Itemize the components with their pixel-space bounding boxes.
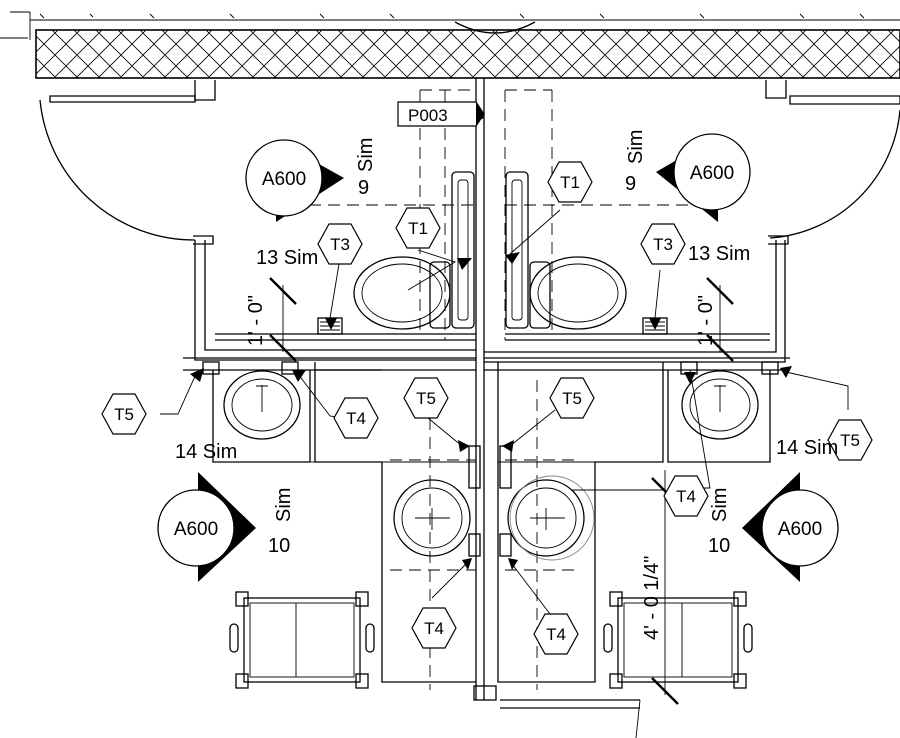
sheet-number-bottom-right: 10 bbox=[708, 535, 730, 557]
tag-label: T5 bbox=[114, 405, 134, 424]
tag-label: T5 bbox=[416, 389, 436, 408]
tag-label: T3 bbox=[653, 235, 673, 254]
grab-bars bbox=[451, 171, 529, 329]
sim-label-bottom-left: Sim bbox=[273, 488, 295, 522]
detail-label-13-right: 13 Sim bbox=[688, 243, 750, 265]
exterior-wall bbox=[0, 11, 900, 79]
arrowheads bbox=[190, 110, 792, 570]
tag-label: T4 bbox=[346, 409, 366, 428]
sim-label-top-left: Sim bbox=[355, 138, 377, 172]
right-cart bbox=[603, 591, 753, 689]
tag-label: P003 bbox=[408, 106, 448, 125]
tag-t4-bottom-left: T4 bbox=[411, 607, 457, 649]
sheet-number-top-right: 9 bbox=[625, 173, 636, 195]
detail-label-14-right: 14 Sim bbox=[776, 437, 838, 459]
tag-p003: P003 bbox=[397, 101, 485, 127]
tag-label: T5 bbox=[562, 389, 582, 408]
tag-label: T1 bbox=[408, 219, 428, 238]
tag-t5-right-sink: T5 bbox=[827, 419, 873, 461]
tag-t5-center-right: T5 bbox=[549, 377, 595, 419]
tag-t4-right-sink: T4 bbox=[663, 475, 709, 517]
tag-t1-left: T1 bbox=[395, 207, 441, 249]
section-marker-label: A600 bbox=[262, 169, 306, 190]
tag-label: T1 bbox=[560, 173, 580, 192]
tag-t4-bottom-right: T4 bbox=[533, 613, 579, 655]
right-toilet bbox=[529, 256, 627, 330]
section-marker-label: A600 bbox=[174, 519, 218, 540]
tag-label: T5 bbox=[840, 431, 860, 450]
tag-t3-left: T3 bbox=[317, 223, 363, 265]
section-marker-label: A600 bbox=[690, 163, 734, 184]
detail-label-14-left: 14 Sim bbox=[175, 441, 237, 463]
section-marker-label: A600 bbox=[778, 519, 822, 540]
tag-label: T4 bbox=[424, 619, 444, 638]
tag-t5-center-left: T5 bbox=[403, 377, 449, 419]
section-marker-top-right: A600 bbox=[656, 133, 751, 222]
dimension-1ft-right: 1' - 0" bbox=[695, 295, 717, 346]
sinks bbox=[223, 370, 759, 561]
section-marker-bottom-right: A600 bbox=[742, 472, 839, 582]
detail-label-13-left: 13 Sim bbox=[256, 247, 318, 269]
right-stall-walls bbox=[484, 80, 900, 371]
left-cart bbox=[229, 591, 375, 689]
dimension-lines bbox=[269, 277, 734, 705]
tag-label: T3 bbox=[330, 235, 350, 254]
dimension-1ft-left: 1' - 0" bbox=[245, 295, 267, 346]
vanity-counters bbox=[212, 362, 771, 683]
partition-accessories bbox=[202, 361, 779, 557]
dimension-4ft: 4' - 0 1/4" bbox=[641, 556, 663, 640]
sim-label-top-right: Sim bbox=[625, 130, 647, 164]
left-toilet bbox=[353, 256, 451, 330]
tag-t3-right: T3 bbox=[640, 223, 686, 265]
sheet-number-bottom-left: 10 bbox=[268, 535, 290, 557]
tag-t1-right: T1 bbox=[547, 161, 593, 203]
annotations: Sim 9 Sim 9 Sim 10 Sim 10 13 Sim 13 Sim … bbox=[175, 130, 838, 640]
section-marker-bottom-left: A600 bbox=[157, 472, 256, 582]
tag-t4-left-sink: T4 bbox=[333, 397, 379, 439]
left-stall-walls bbox=[39, 80, 476, 371]
tag-t5-left-sink: T5 bbox=[101, 393, 147, 435]
section-marker-top-left: A600 bbox=[245, 139, 344, 222]
tag-label: T4 bbox=[676, 487, 696, 506]
sim-label-bottom-right: Sim bbox=[709, 488, 731, 522]
sheet-number-top-left: 9 bbox=[358, 177, 369, 199]
tag-label: T4 bbox=[546, 625, 566, 644]
